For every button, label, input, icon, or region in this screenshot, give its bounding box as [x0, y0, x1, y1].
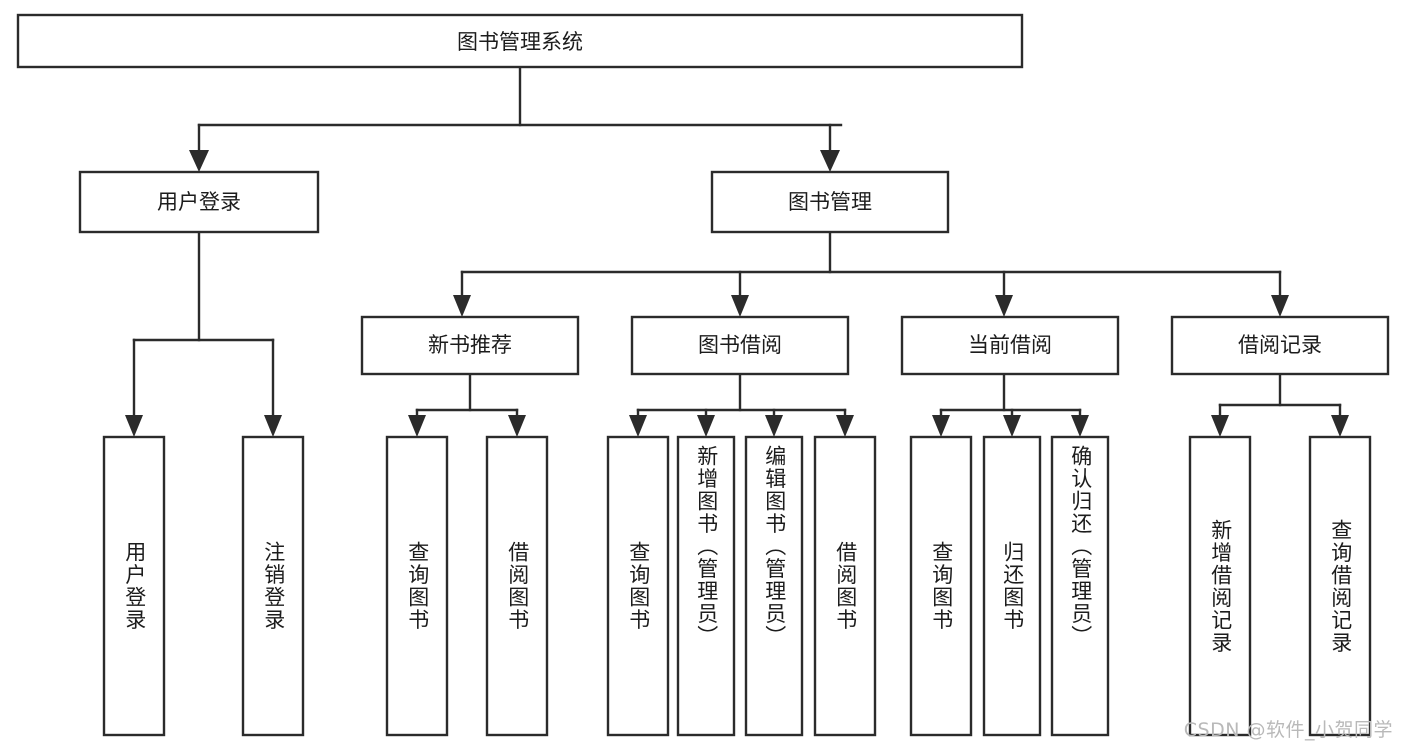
arrowhead-current-borrow	[995, 295, 1013, 317]
node-new-book-recommend-label: 新书推荐	[428, 333, 512, 357]
arrowhead-new-book-rec	[453, 295, 471, 317]
node-root[interactable]: 图书管理系统	[16, 13, 1024, 69]
leaf-box-cb-confirm-return[interactable]	[1050, 435, 1110, 737]
node-current-borrow-label: 当前借阅	[968, 333, 1052, 357]
node-root-label: 图书管理系统	[457, 30, 583, 54]
arrowhead-book-mgmt	[820, 150, 840, 172]
arrowhead-bb-query	[629, 415, 647, 437]
node-borrow-record[interactable]: 借阅记录	[1170, 315, 1390, 376]
leaf-box-nbr-query-book[interactable]	[385, 435, 449, 737]
leaf-box-cb-return-book[interactable]	[982, 435, 1042, 737]
leaf-box-nbr-borrow-book[interactable]	[485, 435, 549, 737]
node-new-book-recommend[interactable]: 新书推荐	[360, 315, 580, 376]
arrowhead-cb-confirm	[1071, 415, 1089, 437]
node-root-box[interactable]	[16, 13, 1024, 69]
node-book-borrow[interactable]: 图书借阅	[630, 315, 850, 376]
node-user-login-label: 用户登录	[157, 190, 241, 214]
arrowhead-bb-borrow	[836, 415, 854, 437]
arrowhead-nbr-borrow	[508, 415, 526, 437]
arrowhead-bb-edit	[765, 415, 783, 437]
leaf-box-bb-add-book[interactable]	[676, 435, 736, 737]
node-borrow-record-label: 借阅记录	[1238, 333, 1322, 357]
node-book-borrow-box[interactable]	[630, 315, 850, 376]
arrowhead-leaf-logout	[264, 415, 282, 437]
leaf-box-bb-edit-book[interactable]	[744, 435, 804, 737]
leaf-box-user-login[interactable]	[102, 435, 166, 737]
arrowhead-user-login	[189, 150, 209, 172]
arrowhead-leaf-user-login	[125, 415, 143, 437]
connector-group-borrow-record	[1211, 372, 1349, 437]
arrowhead-br-add	[1211, 415, 1229, 437]
leaf-box-br-query-record[interactable]	[1308, 435, 1372, 737]
connector-group-root	[189, 65, 843, 172]
connector-group-user-login	[125, 230, 282, 437]
arrowhead-cb-query	[932, 415, 950, 437]
node-current-borrow-box[interactable]	[900, 315, 1120, 376]
arrowhead-br-query	[1331, 415, 1349, 437]
arrowhead-book-borrow	[731, 295, 749, 317]
node-user-login-box[interactable]	[78, 170, 320, 234]
node-new-book-recommend-box[interactable]	[360, 315, 580, 376]
leaf-box-br-add-record[interactable]	[1188, 435, 1252, 737]
arrowhead-bb-add	[697, 415, 715, 437]
connector-group-book-mgmt	[453, 230, 1289, 317]
leaf-box-logout[interactable]	[241, 435, 305, 737]
connector-group-book-borrow	[629, 372, 854, 437]
node-book-management[interactable]: 图书管理	[710, 170, 950, 234]
connector-group-new-book-rec	[408, 372, 526, 437]
node-book-management-label: 图书管理	[788, 190, 872, 214]
arrowhead-borrow-record	[1271, 295, 1289, 317]
node-user-login[interactable]: 用户登录	[78, 170, 320, 234]
leaf-box-bb-query-book[interactable]	[606, 435, 670, 737]
node-borrow-record-box[interactable]	[1170, 315, 1390, 376]
node-book-borrow-label: 图书借阅	[698, 333, 782, 357]
leaf-box-cb-query-book[interactable]	[909, 435, 973, 737]
node-current-borrow[interactable]: 当前借阅	[900, 315, 1120, 376]
csdn-watermark: CSDN @软件_小贺同学	[1183, 719, 1393, 741]
arrowhead-nbr-query	[408, 415, 426, 437]
leaf-box-bb-borrow-book[interactable]	[813, 435, 877, 737]
node-book-management-box[interactable]	[710, 170, 950, 234]
arrowhead-cb-return	[1003, 415, 1021, 437]
connector-group-current-borrow	[932, 372, 1089, 437]
